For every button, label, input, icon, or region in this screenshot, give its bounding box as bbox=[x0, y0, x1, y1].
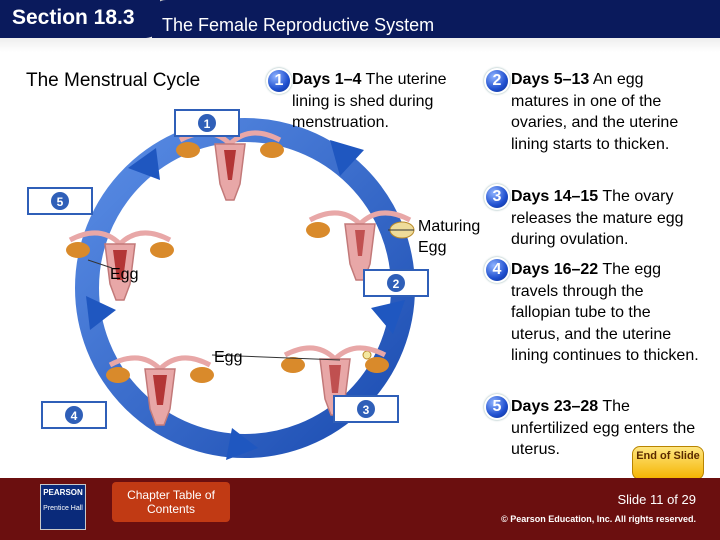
chapter-toc-label: Chapter Table of Contents bbox=[127, 488, 215, 516]
arrow-head-icon bbox=[128, 148, 160, 180]
egg-label-left: Egg bbox=[110, 266, 139, 283]
header-title-bar: The Female Reproductive System bbox=[152, 0, 720, 38]
slide-number: Slide 11 of 29 bbox=[617, 492, 696, 507]
stage-tag-4: 4 bbox=[41, 401, 107, 429]
step-5-text: Days 23–28 The unfertilized egg enters t… bbox=[511, 396, 701, 461]
arrow-head-icon bbox=[226, 428, 258, 460]
stage-tag-5: 5 bbox=[27, 187, 93, 215]
step-3-number-icon: 3 bbox=[486, 186, 508, 208]
chapter-toc-button[interactable]: Chapter Table of Contents bbox=[112, 482, 230, 522]
pearson-name: PEARSON bbox=[43, 488, 83, 497]
egg-leader-bottom bbox=[211, 354, 341, 361]
uterus-stage-5 bbox=[66, 230, 174, 301]
step-2-number-icon: 2 bbox=[486, 70, 508, 92]
menstrual-cycle-diagram: 1 2 3 4 5 bbox=[27, 109, 429, 460]
egg-leader-left bbox=[87, 259, 113, 269]
step-1-days: Days 1–4 bbox=[292, 71, 362, 88]
step-5-description: The unfertilized egg enters the uterus. bbox=[511, 398, 696, 458]
step-1-description: The uterine lining is shed during menstr… bbox=[292, 71, 447, 131]
end-of-slide-label: End of Slide bbox=[636, 450, 700, 462]
footer-bar bbox=[0, 478, 720, 540]
step-5-number-icon: 5 bbox=[486, 396, 508, 418]
step-1-text: Days 1–4 The uterine lining is shed duri… bbox=[292, 69, 472, 134]
end-of-slide-button[interactable]: End of Slide bbox=[632, 446, 704, 480]
svg-text:4: 4 bbox=[71, 409, 78, 423]
step-4-description: The egg travels through the fallopian tu… bbox=[511, 261, 699, 364]
arrow-head-icon bbox=[86, 296, 116, 330]
svg-text:2: 2 bbox=[393, 277, 400, 291]
pearson-logo[interactable]: PEARSON Prentice Hall bbox=[40, 484, 86, 530]
section-tab: Section 18.3 bbox=[0, 0, 160, 38]
stage-tag-2: 2 bbox=[363, 269, 429, 297]
step-5-days: Days 23–28 bbox=[511, 398, 599, 415]
pearson-imprint: Prentice Hall bbox=[43, 505, 83, 512]
svg-text:1: 1 bbox=[204, 117, 211, 131]
svg-text:5: 5 bbox=[57, 195, 64, 209]
arrow-head-icon bbox=[371, 300, 405, 334]
uterus-stage-1 bbox=[176, 130, 284, 201]
step-2-days: Days 5–13 bbox=[511, 71, 590, 88]
step-1-number-icon: 1 bbox=[268, 70, 290, 92]
step-4-days: Days 16–22 bbox=[511, 261, 599, 278]
step-3-text: Days 14–15 The ovary releases the mature… bbox=[511, 186, 716, 251]
arrow-head-icon bbox=[330, 140, 364, 176]
egg-label-bottom: Egg bbox=[214, 349, 243, 366]
stage-tag-3: 3 bbox=[333, 395, 399, 423]
svg-text:3: 3 bbox=[363, 403, 370, 417]
slide-subtitle: The Menstrual Cycle bbox=[26, 70, 201, 91]
stage-tag-1: 1 bbox=[174, 109, 240, 137]
step-3-days: Days 14–15 bbox=[511, 188, 599, 205]
maturing-egg-label: Maturing Egg bbox=[418, 218, 481, 256]
step-4-number-icon: 4 bbox=[486, 259, 508, 281]
step-2-text: Days 5–13 An egg matures in one of the o… bbox=[511, 69, 701, 155]
page-title: The Female Reproductive System bbox=[162, 15, 435, 35]
section-label: Section 18.3 bbox=[12, 6, 135, 29]
step-4-text: Days 16–22 The egg travels through the f… bbox=[511, 259, 701, 367]
step-3-description: The ovary releases the mature egg during… bbox=[511, 188, 684, 248]
copyright-notice: © Pearson Education, Inc. All rights res… bbox=[501, 514, 696, 524]
step-2-description: An egg matures in one of the ovaries, an… bbox=[511, 71, 679, 153]
uterus-stage-4 bbox=[106, 355, 214, 426]
